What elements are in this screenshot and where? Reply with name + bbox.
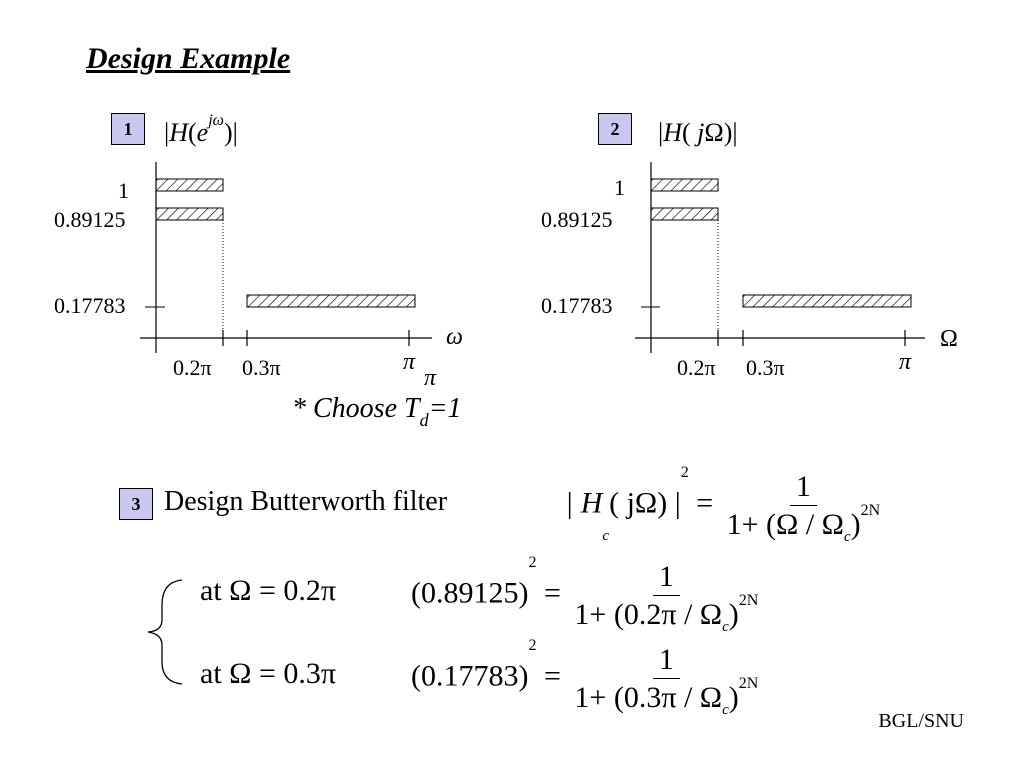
panel1-axis-label: ω bbox=[446, 324, 463, 350]
panel2-x-label-1: 0.2π bbox=[677, 355, 716, 380]
step3-text: Design Butterworth filter bbox=[164, 486, 448, 517]
panel1-y-label-3: 0.17783 bbox=[54, 293, 126, 318]
panel2-passband-top-band bbox=[650, 178, 719, 192]
badge-2: 2 bbox=[598, 113, 632, 145]
panel1-formula: |H(ejω)| bbox=[164, 112, 238, 147]
panel1-x-label-2: 0.3π bbox=[242, 355, 281, 380]
panel1-extra-pi: π bbox=[424, 365, 437, 391]
butterworth-equation: | Hc( jΩ) |2 = 1 1+ (Ω / Ωc)2N bbox=[565, 464, 881, 545]
badge-1: 1 bbox=[111, 113, 145, 145]
panel2-y-label-3: 0.17783 bbox=[541, 293, 613, 318]
panel2-stopband-band bbox=[742, 294, 912, 308]
panel1-passband-top-band bbox=[155, 178, 224, 192]
panel1-passband-bottom-band bbox=[155, 207, 224, 221]
panel2-x-label-2: 0.3π bbox=[746, 355, 785, 380]
td-note: * Choose Td=1 bbox=[292, 393, 462, 430]
condition-2-equation: (0.17783)2 = 1 1+ (0.3π / Ωc)2N bbox=[411, 637, 759, 718]
panel2-x-label-3: π bbox=[899, 349, 912, 375]
condition-1-at: at Ω = 0.2π bbox=[200, 574, 337, 607]
panel2-y-label-2: 0.89125 bbox=[541, 207, 613, 232]
panel1-y-label-2: 0.89125 bbox=[54, 207, 126, 232]
panel2-axis-label: Ω bbox=[940, 326, 958, 352]
panel1-plot bbox=[140, 162, 432, 353]
panel2-plot bbox=[635, 162, 925, 353]
credit-footer: BGL/SNU bbox=[878, 710, 964, 732]
panel2-formula: |H( jΩ)| bbox=[658, 118, 738, 147]
brace-icon bbox=[147, 579, 183, 685]
panel1-stopband-band bbox=[246, 294, 416, 308]
panel1-y-label-1: 1 bbox=[118, 178, 129, 203]
panel1-x-label-3: π bbox=[403, 349, 416, 375]
panel1-x-label-1: 0.2π bbox=[173, 355, 212, 380]
badge-3: 3 bbox=[119, 488, 153, 520]
panel2-passband-bottom-band bbox=[650, 207, 719, 221]
condition-2-at: at Ω = 0.3π bbox=[200, 657, 337, 690]
page-title: Design Example bbox=[86, 42, 291, 75]
panel2-y-label-1: 1 bbox=[614, 175, 625, 200]
condition-1-equation: (0.89125)2 = 1 1+ (0.2π / Ωc)2N bbox=[411, 554, 759, 635]
